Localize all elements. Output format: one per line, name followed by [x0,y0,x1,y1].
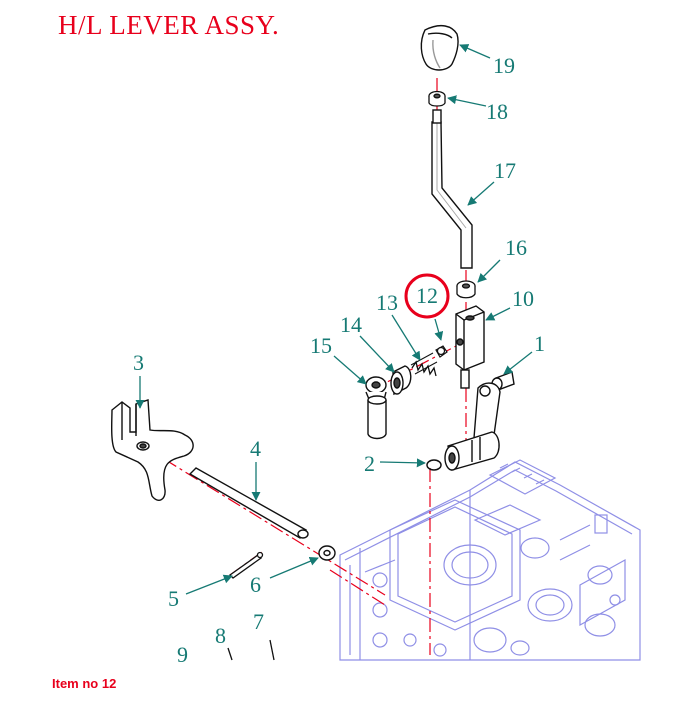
part-18-nut [428,90,446,107]
part-12-ball [435,345,448,358]
callout-18: 18 [486,99,508,124]
part-2-o-ring [426,459,442,471]
callout-9: 9 [177,642,188,667]
item-caption: Item no 12 [52,676,117,691]
callout-2: 2 [364,451,375,476]
callout-15: 15 [310,333,332,358]
part-4-shaft [188,467,309,539]
part-19-knob [420,24,459,71]
gearbox-housing [339,459,641,661]
part-13-spring [410,352,438,377]
part-1-shift-arm [444,371,515,471]
callout-16: 16 [505,235,527,260]
part-7-8-stubs [227,639,275,661]
callout-17: 17 [494,158,516,183]
leader-lines [135,44,533,595]
part-3-shift-fork [110,399,194,501]
callout-12: 12 [416,283,438,308]
part-10-bracket [455,305,485,389]
callout-10: 10 [512,286,534,311]
callout-4: 4 [250,436,261,461]
callout-5: 5 [168,586,179,611]
callout-8: 8 [215,623,226,648]
item-12-highlight-circle [404,273,450,319]
callout-7: 7 [253,609,264,634]
part-16-nut [456,280,476,299]
callout-numbers: 19 18 17 16 12 13 10 14 15 1 3 4 2 5 6 7… [133,53,545,667]
callout-1: 1 [534,331,545,356]
callout-19: 19 [493,53,515,78]
callout-6: 6 [250,572,261,597]
part-6-washer [318,545,336,561]
callout-14: 14 [340,312,362,337]
part-14-bushing [390,365,412,396]
callout-3: 3 [133,350,144,375]
assembly-title: H/L LEVER ASSY. [58,10,280,40]
callout-13: 13 [376,290,398,315]
part-15-rod-end [365,376,387,440]
part-17-lever [431,109,473,269]
